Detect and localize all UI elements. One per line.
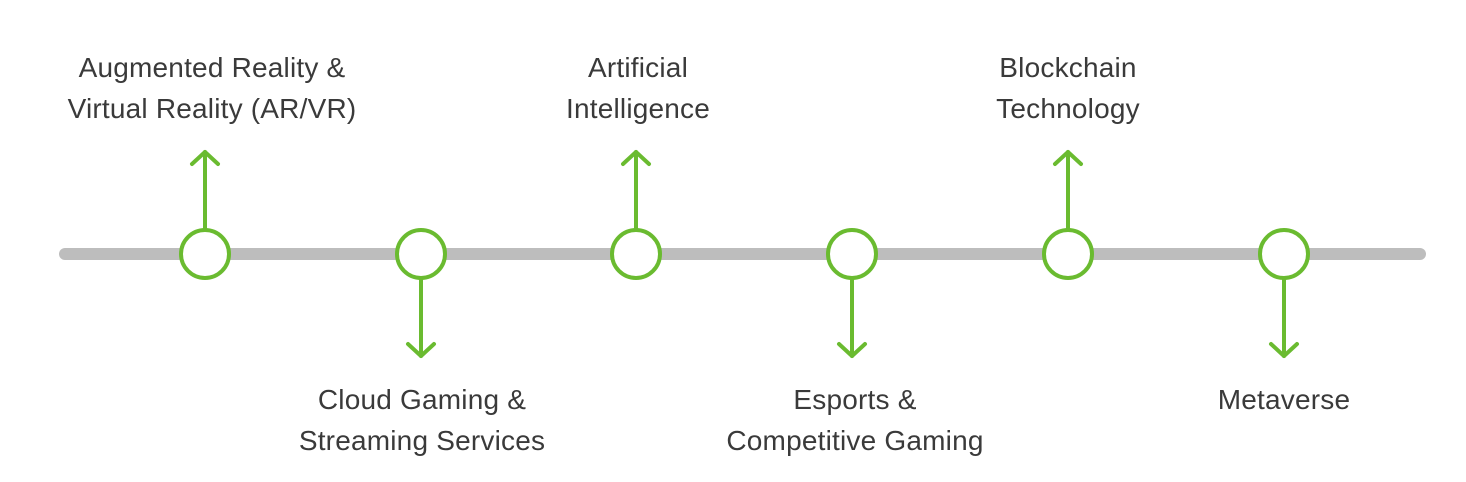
milestone-label-line: Artificial (587, 52, 688, 83)
milestone-label-line: Cloud Gaming & (317, 384, 527, 415)
milestone-label-line: Augmented Reality & (78, 52, 346, 83)
milestone-label-line: Streaming Services (298, 425, 546, 456)
milestone-label-metaverse: Metaverse (1094, 379, 1466, 420)
milestone-label-line: Competitive Gaming (726, 425, 984, 456)
milestone-node (395, 228, 447, 280)
milestone-label-line: Blockchain (999, 52, 1137, 83)
arrow-down-icon (1269, 342, 1299, 358)
milestone-node (826, 228, 878, 280)
milestone-label-blockchain: Blockchain Technology (878, 47, 1258, 129)
milestone-node (179, 228, 231, 280)
milestone-label-esports: Esports & Competitive Gaming (665, 379, 1045, 461)
milestone-marker (1258, 228, 1310, 358)
arrow-up-icon (621, 150, 651, 166)
milestone-label-line: Virtual Reality (AR/VR) (67, 93, 357, 124)
milestone-node (1258, 228, 1310, 280)
milestone-label-cloud-gaming: Cloud Gaming & Streaming Services (232, 379, 612, 461)
arrow-down-icon (837, 342, 867, 358)
milestone-label-ai: Artificial Intelligence (448, 47, 828, 129)
milestone-marker (610, 150, 662, 280)
milestone-node (610, 228, 662, 280)
milestone-marker (1042, 150, 1094, 280)
arrow-up-icon (1053, 150, 1083, 166)
milestone-label-ar-vr: Augmented Reality & Virtual Reality (AR/… (22, 47, 402, 129)
milestone-marker (826, 228, 878, 358)
milestone-label-line: Metaverse (1217, 384, 1351, 415)
timeline-markers (179, 150, 1310, 358)
arrow-up-icon (190, 150, 220, 166)
milestone-label-line: Technology (996, 93, 1140, 124)
milestone-marker (395, 228, 447, 358)
arrow-down-icon (406, 342, 436, 358)
milestone-label-line: Intelligence (565, 93, 711, 124)
milestone-node (1042, 228, 1094, 280)
milestone-marker (179, 150, 231, 280)
milestone-label-line: Esports & (793, 384, 917, 415)
